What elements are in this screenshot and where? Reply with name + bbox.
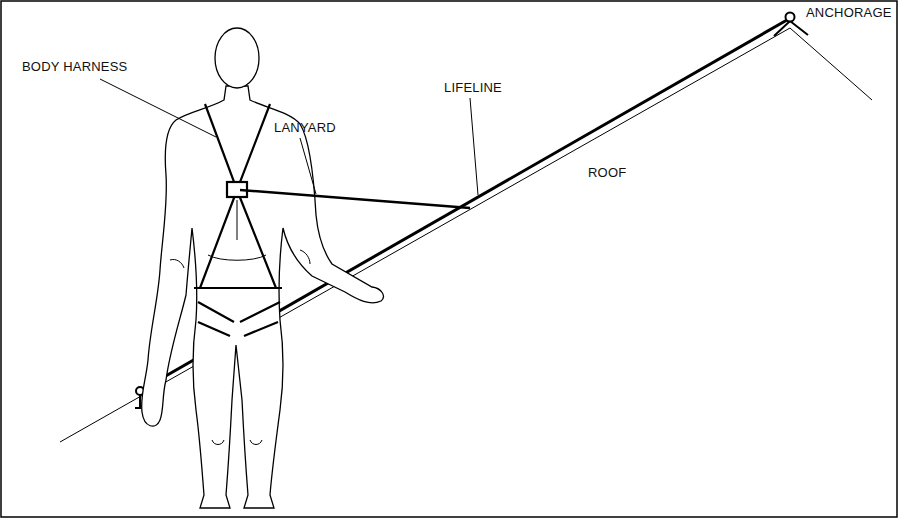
- leg-loops: [198, 322, 278, 336]
- waist-strap: [194, 287, 282, 289]
- roof-ridge: [790, 28, 872, 100]
- body-detail-lines: [170, 200, 310, 445]
- part-label: ANCHORAGE: [806, 6, 892, 20]
- chest-straps: [200, 190, 276, 288]
- leg-straps: [198, 302, 280, 322]
- lower-anchor-post: [139, 395, 141, 408]
- leader-line: [300, 138, 316, 194]
- shoulder-straps: [205, 104, 270, 190]
- part-label: LANYARD: [274, 121, 336, 135]
- body-outline: [142, 86, 384, 508]
- leader-line: [470, 98, 478, 195]
- part-label: ROOF: [588, 166, 626, 180]
- anchorage-ring: [786, 13, 795, 22]
- body-harness: [194, 104, 282, 336]
- head: [215, 28, 259, 88]
- part-label: BODY HARNESS: [22, 60, 127, 74]
- part-label: LIFELINE: [444, 81, 502, 95]
- worker-figure: [142, 28, 384, 508]
- lanyard: [240, 190, 470, 208]
- leader-line: [100, 79, 216, 137]
- lower-anchor-foot: [135, 407, 141, 409]
